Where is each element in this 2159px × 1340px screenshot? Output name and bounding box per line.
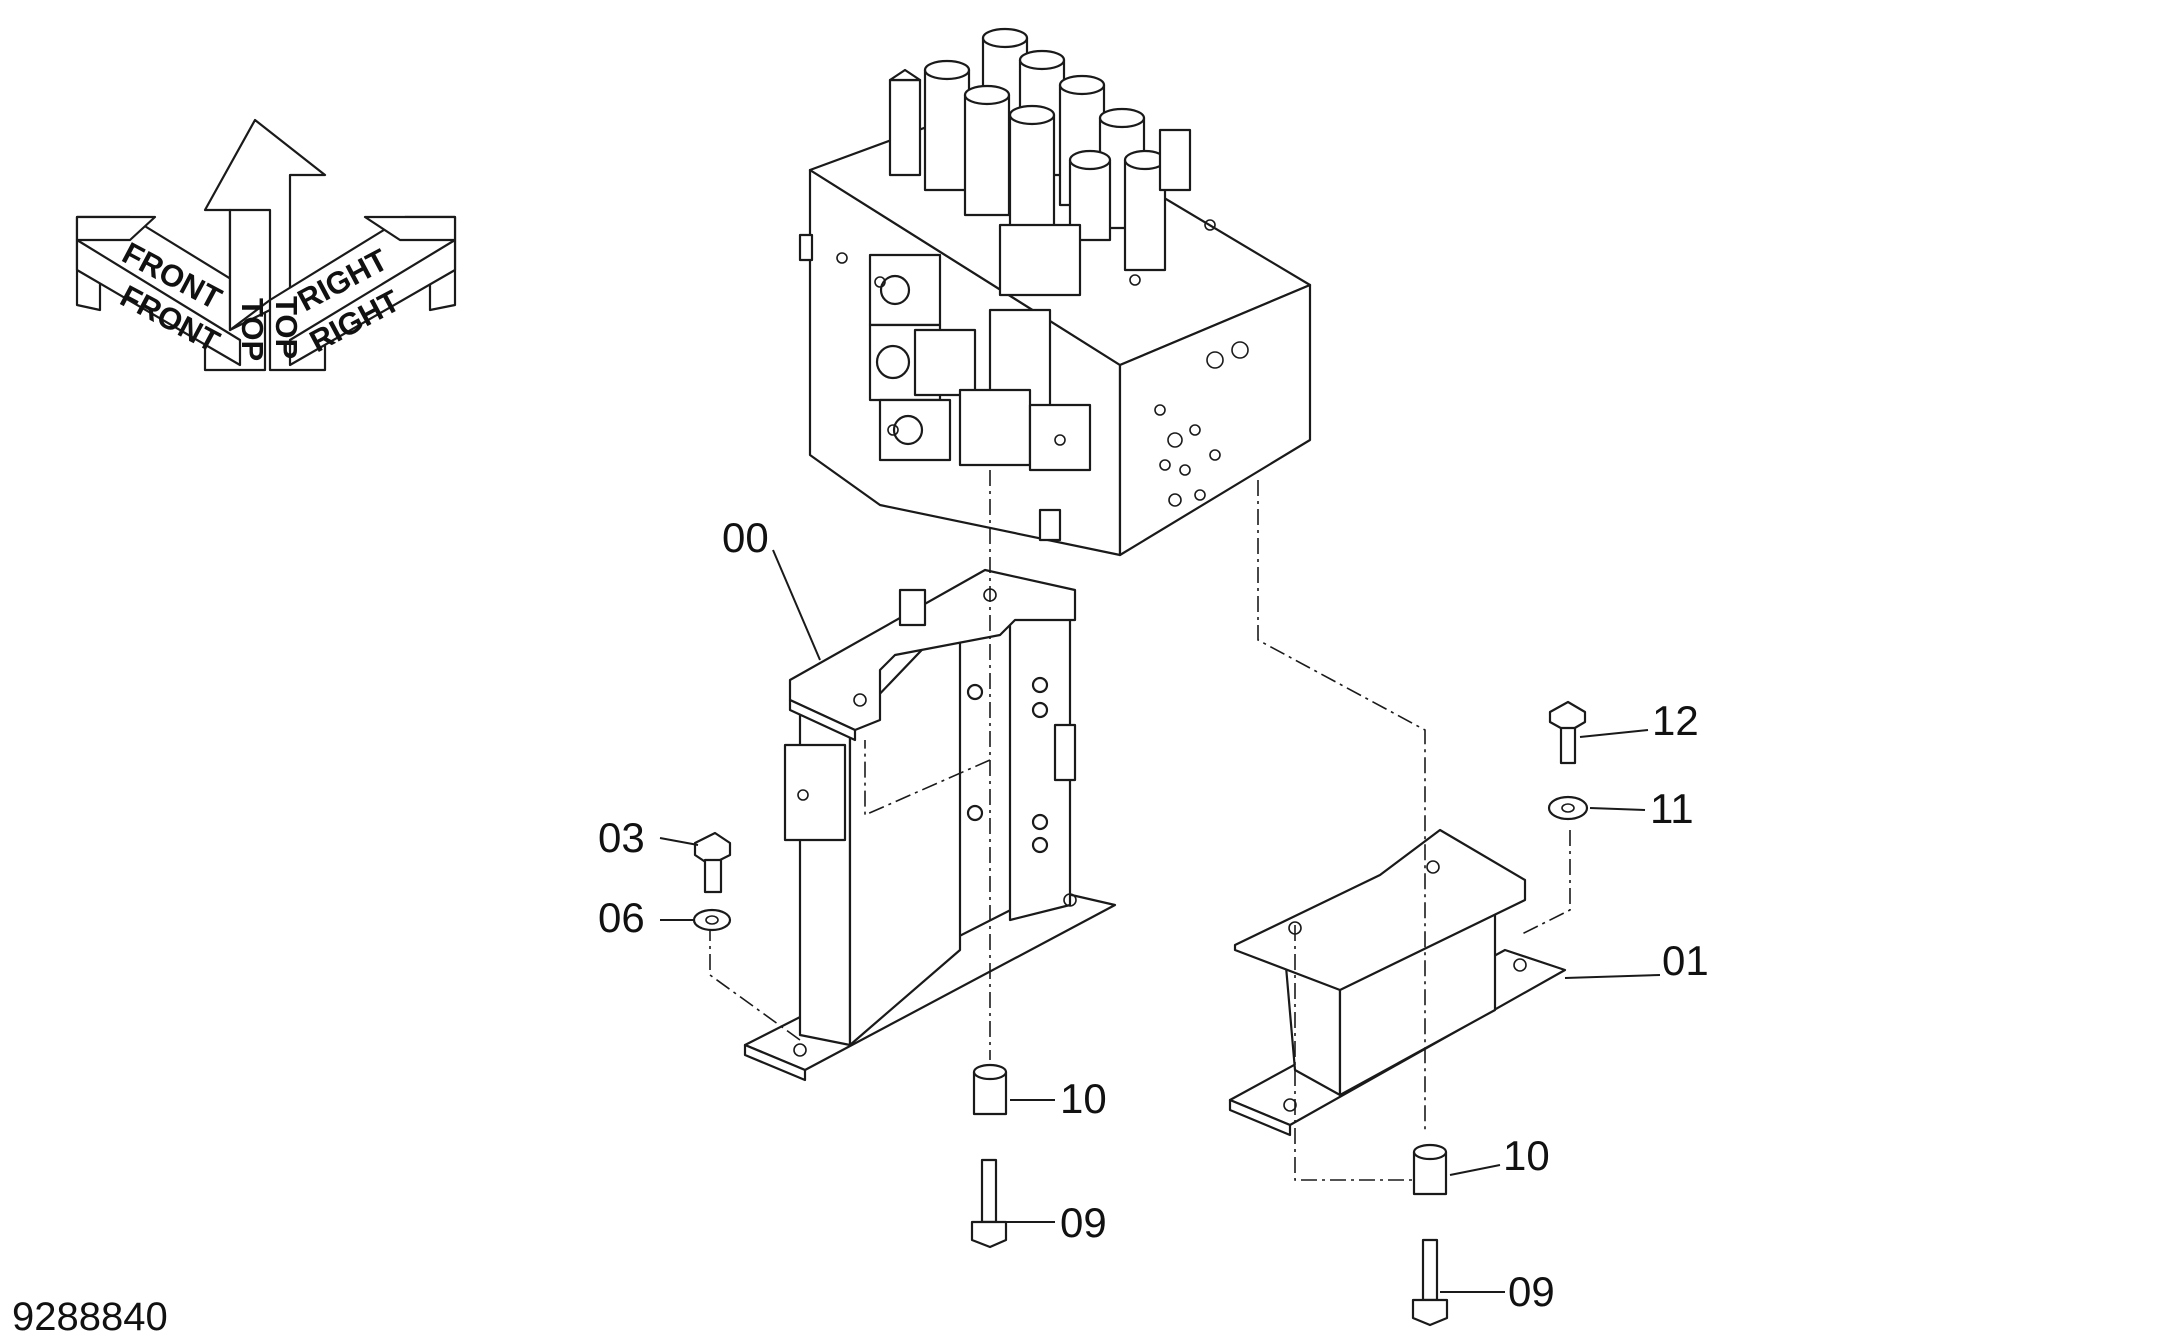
assembly-centerlines [709, 470, 1571, 1181]
front-arrow-icon [75, 215, 267, 372]
bracket-left [743, 568, 1117, 1082]
callout-09-left: 09 [1060, 1199, 1107, 1246]
callout-00: 00 [722, 514, 769, 561]
valve-block-side-face [1118, 283, 1312, 557]
callout-12: 12 [1652, 697, 1699, 744]
document-number: 9288840 [12, 1295, 168, 1339]
bracket-left-base-edge [743, 1043, 807, 1082]
bracket-left-top-edge [788, 698, 857, 742]
part-09-bolt-left [970, 1158, 1008, 1249]
top-arrow-icon [203, 118, 327, 332]
bracket-right-base-edge [1228, 1098, 1292, 1137]
bracket-right-top [1233, 828, 1527, 992]
bracket-right [1228, 828, 1567, 1137]
top-label-right: TOP [269, 296, 304, 359]
part-10-spacer-left [972, 1063, 1008, 1116]
callout-10-right: 10 [1503, 1132, 1550, 1179]
callout-labels: 00 01 03 06 09 09 10 10 11 12 [598, 514, 1709, 1315]
callout-09-right: 09 [1508, 1268, 1555, 1315]
leader-lines [659, 549, 1661, 1293]
valve-front-fittings [798, 223, 1092, 542]
part-12-bolt [1548, 700, 1587, 765]
part-11-washer [1547, 795, 1589, 821]
callout-06: 06 [598, 894, 645, 941]
part-10-spacer-right [1412, 1143, 1448, 1196]
part-09-bolt-right [1411, 1238, 1449, 1327]
part-03-bolt [693, 831, 732, 894]
control-valve-assembly [798, 27, 1312, 557]
bracket-left-bolts [966, 676, 1049, 854]
callout-03: 03 [598, 814, 645, 861]
valve-spools [888, 27, 1192, 272]
top-label-left: TOP [235, 298, 270, 361]
right-arrow-icon [268, 215, 457, 372]
valve-side-ports [1129, 219, 1249, 507]
orientation-symbol: FRONT FRONT TOP TOP RIGHT RIGHT [75, 118, 457, 372]
callout-11: 11 [1650, 785, 1694, 832]
part-06-washer [692, 908, 732, 932]
callout-10-left: 10 [1060, 1075, 1107, 1122]
callout-01: 01 [1662, 937, 1709, 984]
